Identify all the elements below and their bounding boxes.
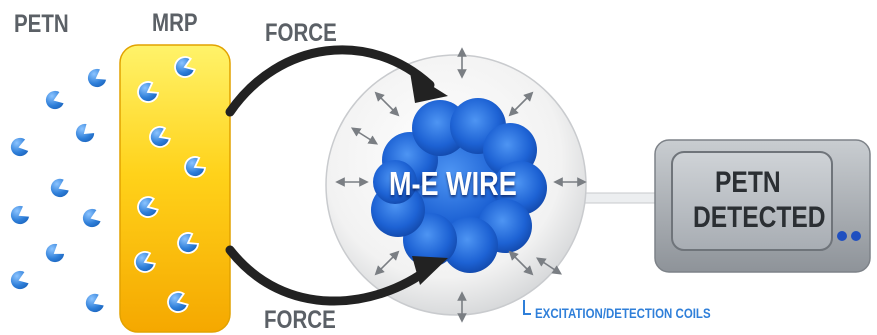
petn-molecule-icon	[49, 177, 71, 199]
petn-molecule-icon	[9, 269, 31, 291]
double-headed-arrow-icon	[536, 257, 562, 275]
molecule-layer	[9, 56, 206, 314]
petn-molecule-icon	[81, 207, 103, 229]
petn-molecule-icon	[137, 196, 159, 218]
petn-molecule-icon	[149, 126, 171, 148]
petn-molecule-icon	[74, 122, 96, 144]
double-headed-arrow-icon	[350, 127, 379, 145]
arrow-layer	[335, 47, 587, 323]
force-arrow-top-head	[410, 72, 448, 103]
detected-line-2: DETECTED	[693, 201, 826, 234]
force-label-top: FORCE	[265, 19, 337, 47]
petn-molecule-icon	[174, 56, 196, 78]
petn-molecule-icon	[184, 156, 206, 178]
coils-callout-line	[523, 300, 531, 315]
force-arrow-bottom-head	[412, 256, 448, 285]
me-wire-cloud	[371, 98, 547, 273]
petn-molecule-icon	[137, 81, 159, 103]
force-label-bottom: FORCE	[264, 306, 336, 334]
mrp-bar	[119, 44, 231, 333]
petn-molecule-icon	[9, 204, 31, 226]
force-arrow-bottom	[225, 245, 435, 306]
petn-label: PETN	[14, 10, 69, 38]
mrp-label: MRP	[152, 9, 198, 37]
petn-molecule-icon	[177, 232, 199, 254]
force-arrow-top	[225, 45, 435, 117]
petn-molecule-icon	[44, 242, 66, 264]
double-headed-arrow-icon	[508, 250, 534, 276]
detected-line-1: PETN	[715, 166, 781, 199]
double-headed-arrow-icon	[374, 91, 400, 117]
petn-molecule-icon	[134, 251, 156, 273]
me-wire-label: M-E WIRE	[389, 165, 517, 202]
petn-molecule-icon	[86, 67, 108, 89]
indicator-light	[837, 231, 847, 241]
indicator-light	[851, 231, 861, 241]
petn-molecule-icon	[167, 291, 189, 313]
detector-screen	[671, 151, 833, 251]
coils-label: EXCITATION/DETECTION COILS	[535, 305, 711, 321]
double-headed-arrow-icon	[508, 91, 534, 117]
petn-molecule-icon	[84, 292, 106, 314]
petn-molecule-icon	[9, 136, 31, 158]
petn-molecule-icon	[44, 89, 66, 111]
double-headed-arrow-icon	[374, 250, 400, 276]
